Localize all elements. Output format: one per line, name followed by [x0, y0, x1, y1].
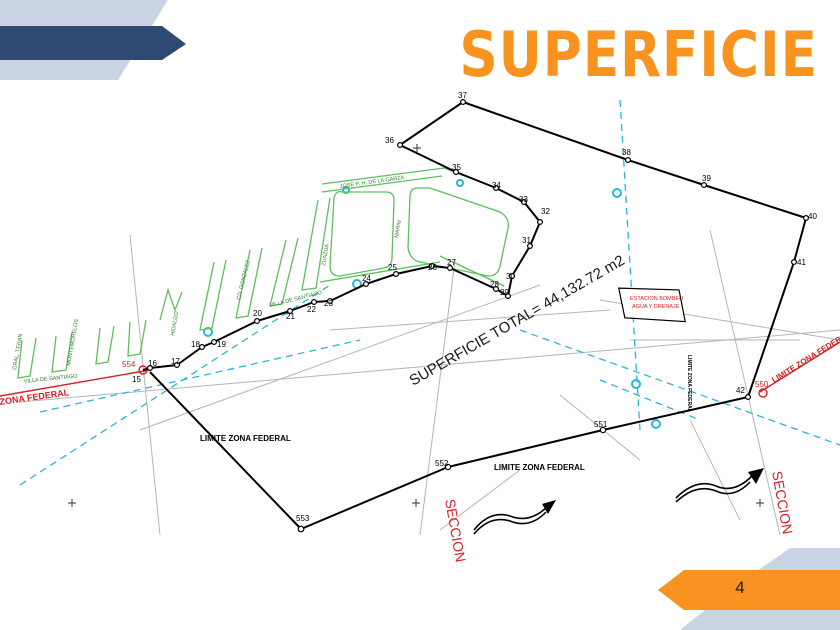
- point-label: 552: [435, 459, 449, 468]
- street-blocks: [17, 167, 509, 379]
- federal-zone-label: LIMITE ZONA FEDERAL: [770, 329, 840, 385]
- point-label: 42: [736, 386, 745, 395]
- federal-zone-lines: [0, 341, 840, 398]
- point-label: 40: [808, 212, 817, 221]
- street-label: MARIN: [394, 220, 403, 239]
- street-label: MONTEMORELOS: [66, 318, 80, 366]
- section-label: SECCION: [769, 470, 796, 536]
- street-label: HIDALGO: [170, 310, 180, 336]
- site-plan: JOSE P. H. DE LA GARZA VILLA DE SANTIAGO…: [0, 91, 840, 563]
- federal-zone-label: LIMITE ZONA FEDERAL: [200, 434, 291, 443]
- facility-label: AGUA Y DRENAJE: [632, 304, 680, 310]
- point-label: 36: [385, 136, 394, 145]
- street-labels: JOSE P. H. DE LA GARZA VILLA DE SANTIAGO…: [12, 175, 405, 385]
- point-label: 39: [702, 174, 711, 183]
- total-area-label: SUPERFICIE TOTAL= 44,132.72 m2: [407, 252, 628, 389]
- cyan-markers: [203, 179, 661, 429]
- point-label: 16: [148, 359, 157, 368]
- point-label: 21: [286, 312, 295, 321]
- street-label: VILLA DE SANTIAGO: [24, 373, 79, 385]
- point-label: 34: [492, 181, 501, 190]
- point-label: 28: [490, 280, 499, 289]
- point-label: 38: [622, 148, 631, 157]
- banner-dark-shape: [0, 26, 186, 60]
- point-label: 30: [506, 272, 515, 281]
- property-boundary: [142, 101, 807, 530]
- point-label: 25: [388, 263, 397, 272]
- point-label: 20: [253, 309, 262, 318]
- section-label: SECCION: [442, 498, 469, 564]
- point-label: 32: [541, 207, 550, 216]
- point-label: 27: [447, 258, 456, 267]
- vertex-markers: [147, 98, 809, 533]
- pumping-station: ESTACION BOMBEO AGUA Y DRENAJE: [618, 287, 686, 323]
- flow-arrow: [675, 481, 751, 503]
- point-label: 26: [428, 263, 437, 272]
- point-label: 17: [171, 357, 180, 366]
- section-lines: [19, 229, 840, 536]
- flow-arrow: [473, 505, 549, 531]
- point-label: 31: [522, 236, 531, 245]
- point-label: 551: [594, 420, 608, 429]
- federal-zone-label: LIMITE ZONA FEDERAL: [686, 355, 692, 412]
- point-label: 24: [362, 274, 371, 283]
- north-boundary: [142, 101, 807, 398]
- vertex-labels: 15 16 17 18 19 20 21 22 23 24 25 26 27 2…: [122, 91, 817, 523]
- point-label: 33: [519, 195, 528, 204]
- bottom-right-banner: [658, 548, 840, 630]
- flow-arrow: [473, 511, 547, 535]
- street-label: GRAL. TERAN: [12, 333, 24, 370]
- federal-zone-text: ZONA FEDERAL LIMITE ZONA FEDERAL LIMITE …: [0, 329, 840, 472]
- point-label: 35: [452, 163, 461, 172]
- point-label: 554: [122, 360, 136, 369]
- flow-arrows: [473, 468, 764, 535]
- slide-title: SUPERFICIE: [459, 18, 818, 91]
- cyan-lines: [19, 99, 840, 486]
- point-label: 29: [500, 288, 509, 297]
- point-label: 553: [296, 514, 310, 523]
- flow-arrow: [675, 475, 753, 499]
- point-label: 18: [191, 340, 200, 349]
- point-label: 15: [132, 375, 141, 384]
- top-left-banner: [0, 0, 186, 80]
- cross-markers: [68, 144, 764, 507]
- point-label: 19: [217, 340, 226, 349]
- facility-label: ESTACION BOMBEO: [630, 296, 684, 302]
- point-label: 37: [458, 91, 467, 100]
- federal-zone-label: LIMITE ZONA FEDERAL: [494, 463, 585, 472]
- point-label: 550: [755, 380, 769, 389]
- street-label: ZUAZUA: [321, 243, 331, 266]
- point-label: 22: [307, 305, 316, 314]
- point-label: 23: [324, 299, 333, 308]
- page-number: 4: [735, 578, 745, 597]
- point-label: 41: [797, 258, 806, 267]
- banner-orange-shape: [658, 570, 840, 610]
- street-label: CD. GONZALEZ: [236, 259, 252, 301]
